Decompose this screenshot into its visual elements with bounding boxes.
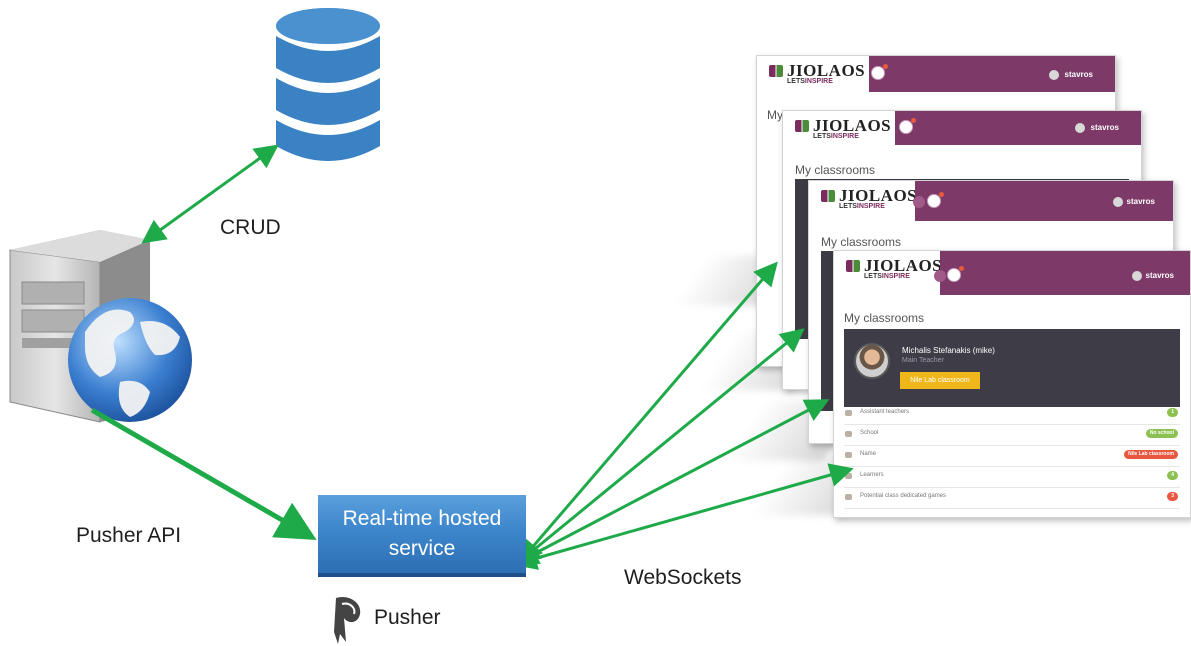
status-badge: 1 — [1167, 408, 1178, 417]
teacher-name: Michalis Stefanakis (mike) — [902, 346, 995, 355]
list-item: Learners 4 — [844, 466, 1180, 488]
learners-icon — [845, 473, 852, 479]
status-badge: 3 — [1167, 492, 1178, 501]
crud-label: CRUD — [220, 216, 281, 239]
teacher-role: Main Teacher — [902, 357, 944, 364]
menu-icon[interactable] — [913, 196, 925, 208]
classroom-button[interactable]: Nile Lab classroom — [900, 372, 980, 389]
list-item: School No school — [844, 424, 1180, 446]
websocket-arrow-1 — [518, 261, 778, 564]
status-badge: 4 — [1167, 471, 1178, 480]
avatar — [1049, 70, 1059, 80]
service-label: Real-time hosted service — [342, 507, 502, 560]
bell-icon[interactable] — [927, 194, 941, 208]
pusher-api-label: Pusher API — [76, 524, 182, 547]
bell-icon[interactable] — [871, 66, 885, 80]
status-badge: No school — [1145, 429, 1178, 438]
bell-icon[interactable] — [947, 268, 961, 282]
database-icon — [276, 8, 380, 161]
logo-text: JIOLAOS — [787, 61, 866, 80]
avatar — [1113, 197, 1123, 207]
games-icon — [845, 494, 852, 500]
name-icon — [845, 452, 852, 458]
list-item: Name Nile Lab classroom — [844, 445, 1180, 467]
websockets-label: WebSockets — [624, 566, 742, 589]
app-screenshot-front: JIOLAOS LETSINSPIRE stavros My classroom… — [833, 250, 1191, 518]
users-icon — [845, 410, 852, 416]
avatar — [1132, 271, 1142, 281]
realtime-service-box: Real-time hosted service — [318, 495, 526, 577]
server-icon — [9, 230, 192, 423]
teacher-avatar — [854, 343, 890, 379]
list-item: Potential class dedicated games 3 — [844, 487, 1180, 509]
page-title: My classrooms — [844, 311, 925, 325]
school-icon — [845, 431, 852, 437]
bell-icon[interactable] — [899, 120, 913, 134]
pusher-brand-label: Pusher — [374, 606, 441, 629]
menu-icon[interactable] — [934, 270, 946, 282]
avatar — [1075, 123, 1085, 133]
list-item: Assistant teachers 1 — [844, 403, 1180, 425]
status-badge: Nile Lab classroom — [1124, 450, 1178, 459]
pusher-logo-icon — [334, 596, 361, 644]
